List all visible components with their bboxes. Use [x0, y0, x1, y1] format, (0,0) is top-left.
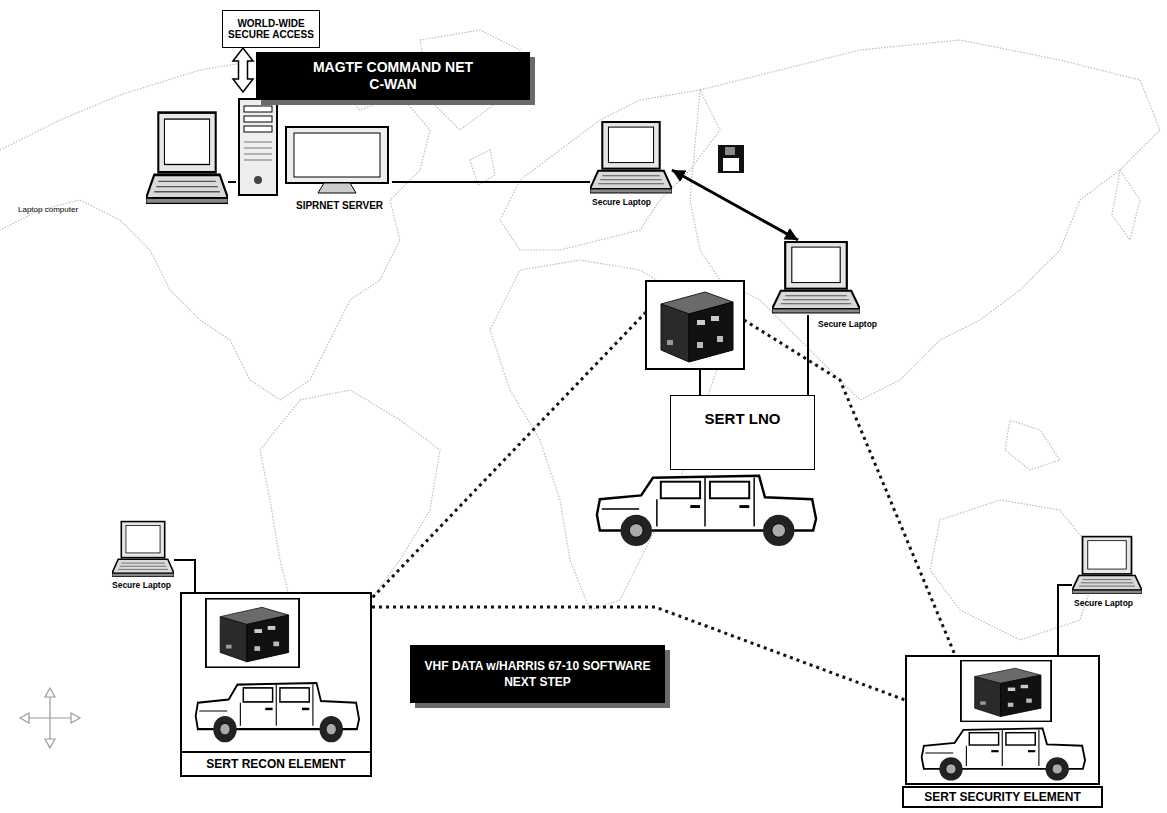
box-label: NEXT STEP [504, 674, 571, 690]
server-monitor [286, 127, 388, 193]
element-label: SERT RECON ELEMENT [182, 751, 370, 775]
radio-link [744, 320, 955, 655]
box-label: C-WAN [369, 76, 416, 93]
radio-banner: VHF DATA w/HARRIS 67-10 SOFTWARENEXT STE… [410, 645, 665, 703]
transfer-arrow [672, 170, 798, 240]
island [1112, 170, 1140, 240]
europe [500, 90, 720, 250]
radio-unit [961, 661, 1051, 722]
compass-head [20, 713, 29, 723]
compass-rose [20, 688, 80, 748]
device-label: SIPRNET SERVER [296, 200, 383, 211]
radio-unit [646, 281, 744, 369]
laptop-icon [112, 522, 174, 577]
cable-line [174, 560, 195, 592]
security-ground [905, 655, 1100, 785]
laptop-icon [772, 242, 860, 313]
access-box: WORLD-WIDE SECURE ACCESS [222, 10, 320, 48]
floppy-disk [718, 145, 744, 173]
laptop-icon [146, 113, 228, 204]
cable-line [1058, 585, 1072, 655]
server-tower [239, 99, 277, 195]
cable-line [228, 181, 236, 183]
humvee [597, 476, 816, 546]
element-box: SERT RECON ELEMENT [180, 592, 372, 777]
world-map [0, 30, 1160, 720]
device-label: Laptop computer [18, 206, 78, 215]
radio-link [372, 312, 646, 598]
box-label: MAGTF COMMAND NET [313, 59, 473, 76]
laptop-node: Secure Laptop [772, 240, 860, 315]
laptop-node: Secure Laptop [590, 120, 672, 195]
radio-cable [699, 370, 701, 395]
device-label: Secure Laptop [1074, 599, 1133, 608]
laptop-node: Secure Laptop [1072, 535, 1142, 595]
device-label: Secure Laptop [592, 198, 651, 207]
radio-unit [206, 599, 299, 667]
device-label: Secure Laptop [112, 581, 171, 590]
humvee [922, 728, 1085, 780]
laptop-icon [590, 122, 672, 193]
element-label: SERT SECURITY ELEMENT [902, 786, 1103, 808]
network-banner: MAGTF COMMAND NETC-WAN [256, 52, 530, 100]
compass-lines [26, 694, 74, 742]
island [1005, 420, 1060, 470]
recon-ground [180, 592, 372, 777]
laptop-icon [1072, 537, 1142, 594]
compass-head [45, 688, 55, 697]
australia [930, 500, 1100, 640]
cable-line [807, 315, 809, 395]
device-label: Secure Laptop [818, 320, 877, 329]
box-label: SERT LNO [705, 410, 781, 427]
laptop-node: Secure Laptop [112, 520, 174, 578]
access-arrow [233, 48, 253, 92]
humvee [196, 683, 359, 742]
laptop-node: Laptop computer [146, 110, 228, 206]
compass-head [71, 713, 80, 723]
box-label: WORLD-WIDE SECURE ACCESS [227, 18, 315, 41]
server-node: SIPRNET SERVER [236, 92, 392, 198]
box-label: VHF DATA w/HARRIS 67-10 SOFTWARE [425, 658, 651, 674]
element-box: SERT SECURITY ELEMENT [905, 655, 1100, 785]
island [470, 150, 495, 185]
shelter-box: SERT LNO [670, 395, 815, 470]
compass-head [45, 739, 55, 748]
north-america [0, 60, 430, 400]
cable-line [392, 181, 590, 183]
